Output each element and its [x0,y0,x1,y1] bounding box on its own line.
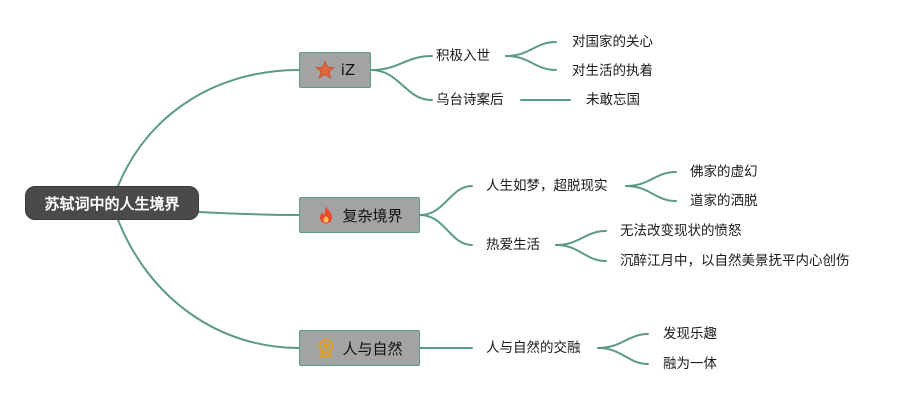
link-c1-l1 [505,41,557,57]
subtopic-3-1[interactable]: 人与自然的交融 [486,339,581,357]
leaf-2-1-2[interactable]: 道家的洒脱 [690,192,758,210]
leaf-3-1-2-label: 融为一体 [663,356,717,372]
link-b2-c1 [419,185,473,216]
leaf-2-2-2[interactable]: 沉醉江月中，以自然美景抚平内心创伤 [620,252,850,270]
subtopic-1-1[interactable]: 积极入世 [436,47,490,65]
subtopic-2-1[interactable]: 人生如梦，超脱现实 [486,177,608,195]
branch-topic-2-label: 复杂境界 [342,206,403,225]
link-root-b3 [117,219,300,349]
link-b1-c1 [370,55,433,71]
leaf-2-1-1[interactable]: 佛家的虚幻 [690,163,758,181]
branch-topic-2[interactable]: 复杂境界 [299,197,420,233]
subtopic-2-2-label: 热爱生活 [486,237,540,253]
subtopic-1-2[interactable]: 乌台诗案后 [436,91,504,109]
link-c3-l1 [625,171,677,187]
leaf-1-1-1-label: 对国家的关心 [572,34,653,50]
leaf-1-2-1[interactable]: 未敢忘国 [586,91,640,109]
leaf-3-1-1[interactable]: 发现乐趣 [663,325,717,343]
link-b2-c2 [419,214,473,246]
leaf-2-2-2-label: 沉醉江月中，以自然美景抚平内心创伤 [620,253,850,269]
leaf-1-1-2[interactable]: 对生活的执着 [572,62,653,80]
branch-topic-1[interactable]: iZ [299,52,371,88]
link-c3-l2 [625,185,677,202]
leaf-3-1-2[interactable]: 融为一体 [663,355,717,373]
subtopic-2-1-label: 人生如梦，超脱现实 [486,178,608,194]
link-c5-l2 [597,347,649,365]
branch-topic-3[interactable]: 人与自然 [299,330,420,366]
link-root-b2 [198,211,300,216]
branch-topic-3-label: 人与自然 [342,339,403,358]
link-root-b1 [117,69,300,187]
link-c5-l1 [597,333,649,349]
link-c4-l2 [555,244,607,262]
leaf-1-1-1[interactable]: 对国家的关心 [572,33,653,51]
star-icon [314,60,335,80]
link-c4-l1 [555,230,607,246]
leaf-2-1-2-label: 道家的洒脱 [690,193,758,209]
subtopic-3-1-label: 人与自然的交融 [486,340,581,356]
link-b1-c2 [370,69,433,101]
leaf-2-2-1[interactable]: 无法改变现状的愤怒 [620,222,742,240]
leaf-2-2-1-label: 无法改变现状的愤怒 [620,223,742,239]
flame-icon [316,205,336,225]
root-topic[interactable]: 苏轼词中的人生境界 [25,186,199,220]
medal-icon [316,338,336,358]
subtopic-2-2[interactable]: 热爱生活 [486,236,540,254]
link-c1-l2 [505,55,557,71]
subtopic-1-1-label: 积极入世 [436,48,490,64]
leaf-1-1-2-label: 对生活的执着 [572,63,653,79]
leaf-2-1-1-label: 佛家的虚幻 [690,164,758,180]
leaf-3-1-1-label: 发现乐趣 [663,326,717,342]
leaf-1-2-1-label: 未敢忘国 [586,92,640,108]
root-topic-label: 苏轼词中的人生境界 [44,194,180,213]
branch-topic-1-label: iZ [340,61,356,79]
subtopic-1-2-label: 乌台诗案后 [436,92,504,108]
